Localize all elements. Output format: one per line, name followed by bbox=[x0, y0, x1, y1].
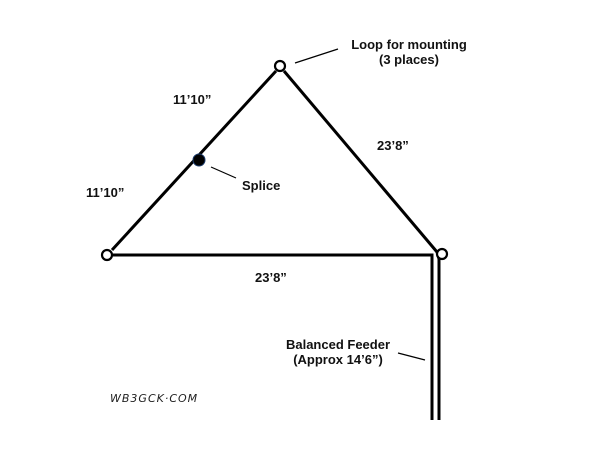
base-length: 23’8” bbox=[255, 270, 287, 285]
mounting-label-line1: Loop for mounting bbox=[351, 37, 467, 52]
watermark: WB3GCK·COM bbox=[110, 392, 199, 405]
top-mounting-loop-icon bbox=[273, 59, 287, 73]
feeder-label: Balanced Feeder (Approx 14’6”) bbox=[272, 337, 404, 367]
lower-left-segment-length: 11’10” bbox=[86, 185, 125, 200]
mounting-leader-line bbox=[294, 48, 339, 64]
upper-left-segment-length: 11’10” bbox=[173, 92, 212, 107]
splice-leader-line bbox=[210, 166, 237, 179]
splice-dot-icon bbox=[192, 153, 206, 167]
right-side-wire bbox=[282, 70, 439, 253]
base-wire bbox=[112, 253, 434, 420]
mounting-loop-label: Loop for mounting (3 places) bbox=[338, 37, 480, 67]
left-mounting-loop-icon bbox=[100, 248, 114, 262]
feeder-leader-line bbox=[397, 352, 426, 361]
mounting-label-line2: (3 places) bbox=[379, 52, 439, 67]
right-side-length: 23’8” bbox=[377, 138, 409, 153]
feeder-label-line2: (Approx 14’6”) bbox=[293, 352, 383, 367]
splice-label: Splice bbox=[242, 178, 281, 193]
feeder-label-line1: Balanced Feeder bbox=[285, 337, 391, 352]
right-mounting-loop-icon bbox=[435, 247, 449, 261]
